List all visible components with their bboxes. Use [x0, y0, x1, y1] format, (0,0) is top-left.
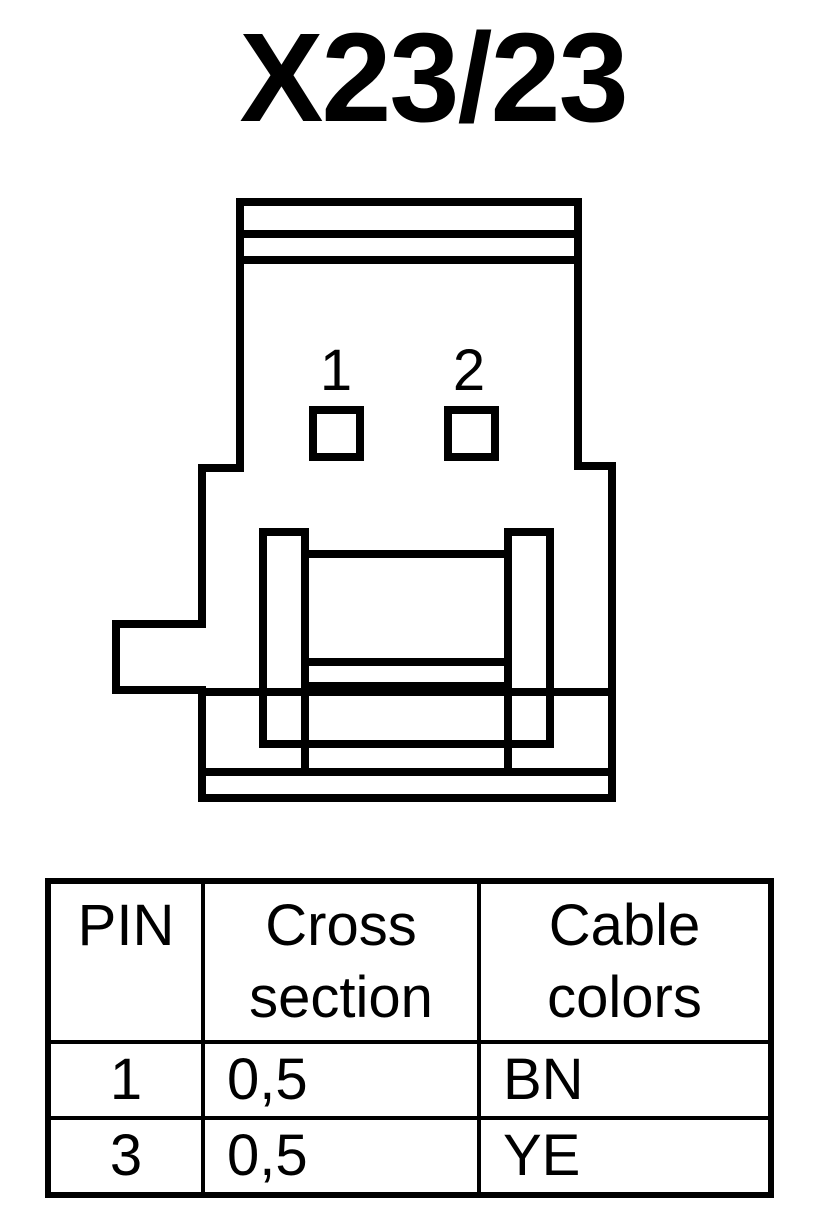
cross-section-value: 0,5: [201, 1040, 481, 1120]
latch-right-post: [504, 528, 554, 748]
connector-housing-outline: [112, 198, 616, 802]
pin-number: 1: [46, 1040, 205, 1120]
pin-label-2: 2: [453, 338, 485, 403]
connector-diagram: 1 2: [112, 198, 616, 802]
cable-color-value: YE: [477, 1116, 773, 1197]
pin-assignment-table: PIN Cross section Cable colors 1 0,5 BN …: [45, 878, 774, 1198]
pin-label-1: 1: [320, 338, 352, 403]
cross-section-value: 0,5: [201, 1116, 481, 1197]
latch-left-post: [259, 528, 309, 748]
header-cable-colors: Cable colors: [477, 879, 773, 1044]
pin-number: 3: [46, 1116, 205, 1197]
pin-cavity-2: [444, 406, 499, 461]
connector-title: X23/23: [239, 7, 628, 148]
header-cross-section: Cross section: [201, 879, 481, 1044]
table-row: 3 0,5 YE: [46, 1116, 773, 1197]
pin-cavity-1: [309, 406, 364, 461]
table-row: 1 0,5 BN: [46, 1040, 773, 1120]
cable-color-value: BN: [477, 1040, 773, 1120]
table-header-row: PIN Cross section Cable colors: [46, 879, 773, 1044]
header-pin: PIN: [46, 879, 205, 1044]
